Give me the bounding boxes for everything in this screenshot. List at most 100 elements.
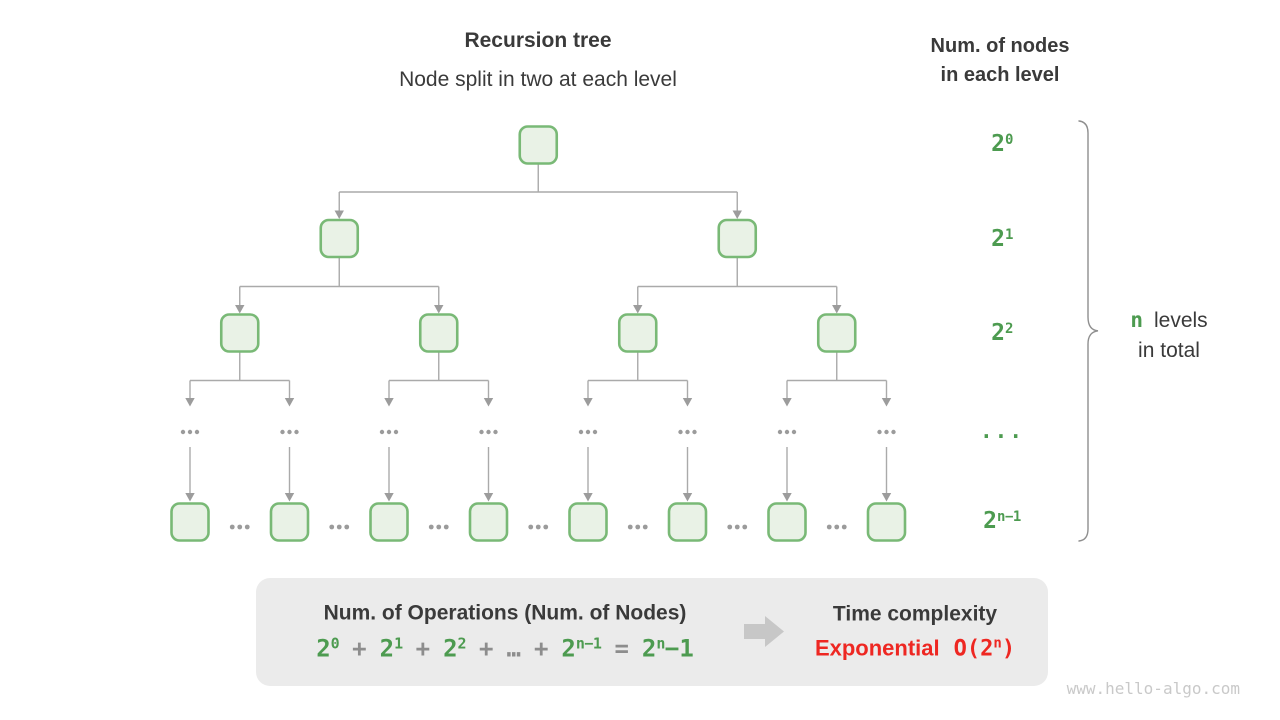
operations-formula: 20+21+22+…+2n−1=2n−1: [316, 635, 694, 663]
tree-ellipsis: [244, 524, 250, 530]
formula-token: 20: [316, 634, 340, 663]
tree-ellipsis: [428, 524, 434, 530]
tree-ellipsis: [791, 429, 797, 435]
tree-node: [816, 313, 857, 353]
tree-ellipsis: [592, 429, 598, 435]
tree-node: [468, 502, 509, 542]
tree-node: [617, 313, 658, 353]
tree-node: [866, 502, 907, 542]
tree-ellipsis: [436, 524, 442, 530]
tree-node: [717, 218, 758, 259]
levels-word: levels: [1153, 309, 1208, 332]
tree-ellipsis: [443, 524, 449, 530]
level-column-header-line1: Num. of nodes: [930, 35, 1070, 57]
diagram-header: Recursion tree Node split in two at each…: [399, 29, 677, 92]
edge-arrowhead: [881, 493, 892, 502]
formula-token: 2n−1: [561, 634, 602, 663]
level-count-label: 22: [991, 320, 1013, 346]
diagram-subtitle: Node split in two at each level: [399, 68, 677, 91]
level-column-header: Num. of nodes in each level: [931, 32, 1070, 90]
tree-ellipsis: [528, 524, 534, 530]
complexity-summary: Time complexity Exponential O(2n): [815, 603, 1015, 662]
tree-ellipsis: [344, 524, 350, 530]
watermark: www.hello-algo.com: [1066, 679, 1240, 698]
edge-arrowhead: [682, 398, 693, 407]
tree-node: [418, 313, 459, 353]
operations-summary: Num. of Operations (Num. of Nodes) 20 +21…: [316, 602, 694, 663]
edge-arrowhead: [732, 210, 742, 219]
tree-ellipsis: [329, 524, 335, 530]
tree-node: [369, 502, 409, 542]
tree-ellipsis: [784, 429, 790, 435]
tree-ellipsis: [336, 524, 342, 530]
complexity-value: Exponential O(2n): [815, 636, 1015, 662]
tree-ellipsis: [543, 524, 549, 530]
tree-ellipsis: [486, 429, 491, 435]
formula-token: 21: [379, 634, 403, 663]
edge-arrowhead: [832, 305, 842, 314]
tree-ellipsis: [535, 524, 541, 530]
formula-token: +: [479, 634, 494, 663]
tree-ellipsis: [834, 524, 840, 530]
tree-ellipsis: [229, 524, 235, 530]
tree-ellipsis: [578, 429, 584, 435]
tree-ellipsis: [493, 429, 498, 435]
tree-ellipsis: [180, 429, 186, 435]
tree-ellipsis: [841, 524, 847, 530]
tree-ellipsis: [826, 524, 832, 530]
edge-arrowhead: [583, 493, 593, 502]
tree-ellipsis: [280, 429, 285, 435]
implies-arrow-icon: [744, 616, 784, 647]
formula-token: 2n−1: [641, 634, 694, 663]
tree-ellipsis: [379, 429, 385, 435]
edge-arrowhead: [782, 493, 792, 502]
tree-node: [518, 125, 559, 165]
tree-ellipsis: [685, 429, 690, 435]
brace: [1078, 120, 1099, 542]
formula-token: =: [614, 634, 629, 663]
formula-token: …: [506, 634, 521, 663]
tree-ellipsis: [194, 429, 200, 435]
tree-ellipsis: [237, 524, 243, 530]
summary-box: Num. of Operations (Num. of Nodes) 20 +21…: [256, 578, 1048, 686]
formula-token: +: [352, 634, 367, 663]
edge-arrowhead: [633, 305, 643, 314]
edge-arrowhead: [583, 398, 593, 407]
tree-node: [170, 502, 210, 542]
tree-ellipsis: [187, 429, 193, 435]
edge-arrowhead: [434, 305, 444, 314]
complexity-word: Exponential: [814, 635, 940, 661]
tree-node: [568, 502, 608, 542]
big-o-notation: O(2n): [953, 635, 1016, 662]
edge-arrowhead: [185, 398, 195, 407]
tree-ellipsis: [884, 429, 889, 435]
level-count-label: ...: [980, 419, 1024, 443]
tree-ellipsis: [742, 524, 748, 530]
edge-arrowhead: [284, 398, 295, 407]
tree-ellipsis: [479, 429, 484, 435]
edge-arrowhead: [483, 493, 494, 502]
edge-arrowhead: [782, 398, 792, 407]
tree-ellipsis: [635, 524, 641, 530]
tree-ellipsis: [294, 429, 299, 435]
level-count-label: 2n−1: [983, 508, 1021, 534]
tree-ellipsis: [678, 429, 683, 435]
tree-ellipsis: [777, 429, 783, 435]
diagram-title: Recursion tree: [464, 29, 612, 52]
level-count-label: 20: [991, 131, 1013, 157]
operations-title: Num. of Operations (Num. of Nodes): [323, 601, 687, 625]
levels-total-line2: in total: [1138, 339, 1200, 362]
tree-node: [319, 218, 360, 259]
tree-ellipsis: [287, 429, 292, 435]
complexity-title: Time complexity: [832, 602, 998, 626]
edge-arrowhead: [881, 398, 892, 407]
edge-arrowhead: [483, 398, 494, 407]
edge-arrowhead: [185, 493, 195, 502]
tree-ellipsis: [642, 524, 648, 530]
tree-node: [667, 502, 708, 542]
tree-ellipsis: [393, 429, 399, 435]
tree-node: [269, 502, 310, 542]
